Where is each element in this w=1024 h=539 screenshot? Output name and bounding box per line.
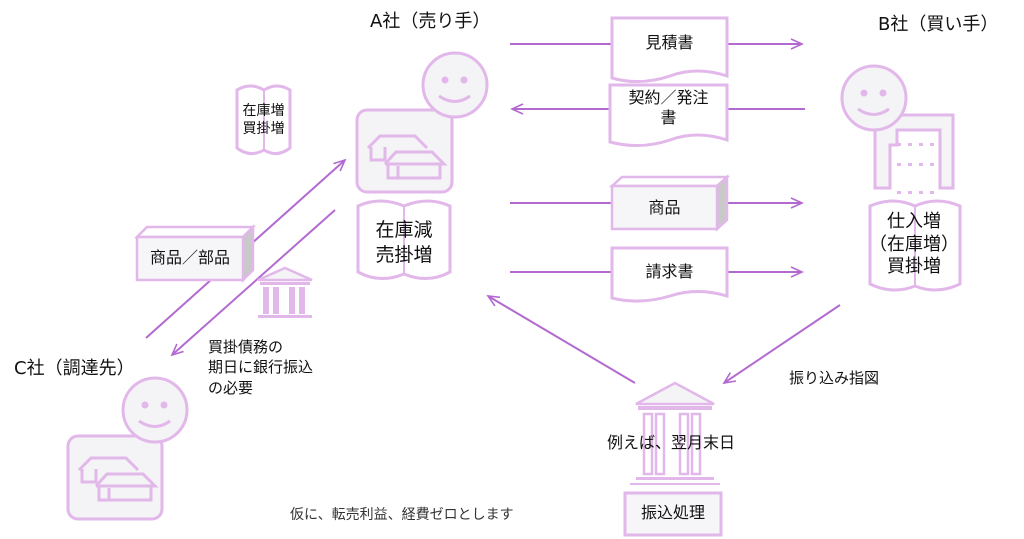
supplier-warehouse-icon xyxy=(66,376,189,521)
ledger-book-a-top xyxy=(235,84,292,155)
invoice-document-shape xyxy=(610,246,729,303)
example-date-label: 例えば、翌月末日 xyxy=(607,433,736,452)
bank-icon-large xyxy=(630,381,720,485)
seller-warehouse-icon xyxy=(355,51,489,194)
note-line: 買掛債務の xyxy=(208,338,284,356)
buyer-building-icon xyxy=(840,64,955,194)
party-b-label: B社（買い手） xyxy=(878,14,999,35)
bank-icon-small xyxy=(257,266,313,318)
party-a-label: A社（売り手） xyxy=(370,11,491,32)
ledger-line: （在庫増） xyxy=(869,233,959,255)
party-c-label: C社（調達先） xyxy=(14,358,135,379)
order-label: 契約／発注 書 xyxy=(610,88,727,128)
ledger-a-main-text: 在庫減 売掛増 xyxy=(358,218,450,267)
ledger-book-b-main xyxy=(868,199,962,292)
assumption-note: 仮に、転売利益、経費ゼロとします xyxy=(290,507,514,523)
quote-label: 見積書 xyxy=(645,33,694,52)
note-line: 期日に銀行振込 xyxy=(208,358,314,377)
transfer-instruction-label: 振り込み指図 xyxy=(789,369,880,387)
ledger-line: 買掛増 xyxy=(242,121,285,138)
ledger-b-main-text: 仕入増 （在庫増） 買掛増 xyxy=(858,211,970,279)
ledger-line: 売掛増 xyxy=(375,243,433,266)
transfer-process-label: 振込処理 xyxy=(640,503,705,522)
flow-arrow-b-to-bank xyxy=(722,304,841,385)
flow-arrow-payment-to-c xyxy=(170,209,336,357)
order-label-line1: 契約／発注 xyxy=(628,88,709,107)
goods-box-shape xyxy=(608,174,731,232)
ledger-line: 在庫減 xyxy=(375,219,433,241)
ledger-line: 仕入増 xyxy=(887,211,941,232)
invoice-label: 請求書 xyxy=(645,262,694,281)
ledger-line: 買掛増 xyxy=(887,256,941,277)
order-label-line2: 書 xyxy=(660,108,677,127)
goods-parts-box-shape xyxy=(133,223,257,284)
goods-label: 商品 xyxy=(648,198,681,217)
order-document-shape xyxy=(608,83,729,147)
ledger-a-top-text: 在庫増 買掛増 xyxy=(237,102,290,138)
flow-arrow-bank-to-a xyxy=(486,295,636,384)
payable-note: 買掛債務の 期日に銀行振込 の必要 xyxy=(208,337,313,398)
transfer-process-box xyxy=(623,491,723,537)
ledger-book-a-main xyxy=(356,199,452,280)
goods-parts-label: 商品／部品 xyxy=(149,248,230,267)
quote-document-shape xyxy=(610,16,729,83)
note-line: の必要 xyxy=(208,378,254,397)
ledger-line: 在庫増 xyxy=(242,103,285,119)
